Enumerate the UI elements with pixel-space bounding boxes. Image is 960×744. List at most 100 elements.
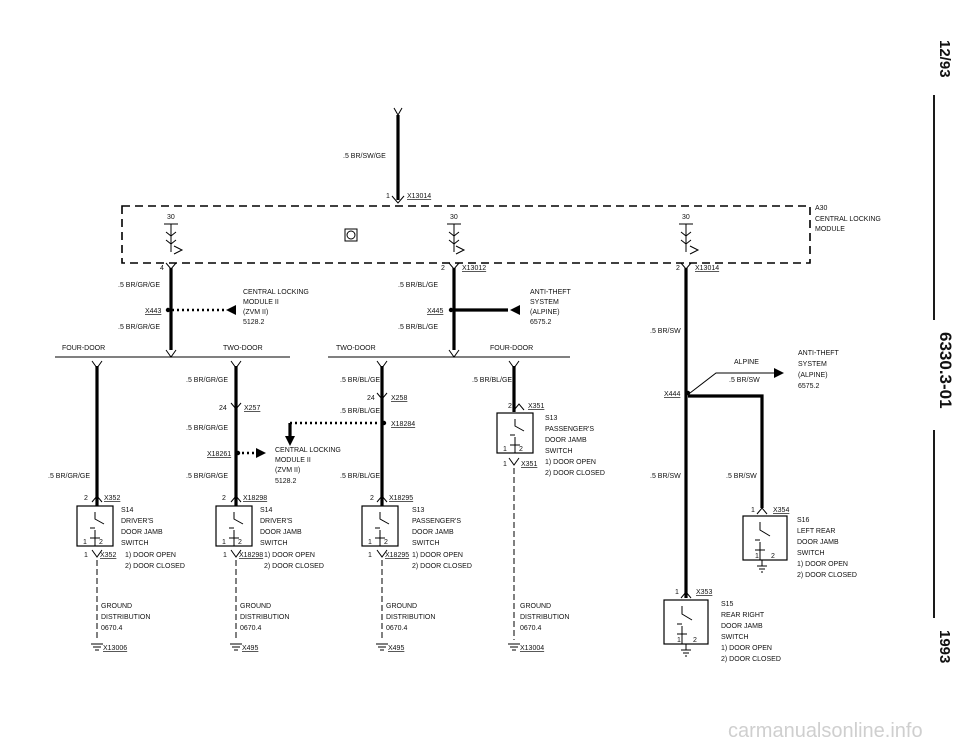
s16-switch-pin2: 2 — [771, 553, 775, 560]
col-c-switch-desc-1: PASSENGER'S — [412, 518, 461, 525]
sidebar-year: 1993 — [936, 630, 953, 663]
left-branch-arrow — [226, 305, 236, 315]
col-d-bottom-pin: 1 — [503, 461, 507, 468]
col-b-pin-24: 24 — [219, 405, 227, 412]
sidebar-code-group: 6330.3-01 — [936, 332, 955, 409]
col-b-bottom-pin: 1 — [223, 552, 227, 559]
left-branch-splice — [165, 307, 171, 313]
col-a-state-closed: 2) DOOR CLOSED — [125, 563, 185, 570]
left-variant-split-arrow — [165, 349, 177, 358]
col-c-switch-id: S13 — [412, 507, 425, 514]
mid-branch-note-1: ANTI-THEFT — [530, 289, 572, 296]
module-arrow-a — [173, 245, 184, 255]
right-note-1: ANTI-THEFT — [798, 350, 840, 357]
s15-desc-2: DOOR JAMB — [721, 623, 763, 630]
col-b-wire-color-1: .5 BR/GR/GE — [186, 377, 228, 384]
module-pin-30-b: 30 — [450, 214, 458, 221]
col-c-ground-connector: X495 — [388, 645, 404, 652]
col-d-connector: X351 — [528, 403, 544, 410]
left-branch-note-ref: 5128.2 — [243, 319, 265, 326]
col-d-ground-connector: X13004 — [520, 645, 544, 652]
mid-variant-split-arrow — [448, 349, 460, 358]
s16-desc-2: DOOR JAMB — [797, 539, 839, 546]
s15-ground-symbol — [681, 644, 691, 657]
col-c-ground-3: 0670.4 — [386, 625, 408, 632]
col-b-switch-id: S14 — [260, 507, 273, 514]
s16-state-closed: 2) DOOR CLOSED — [797, 572, 857, 579]
col-c-switch-symbol — [375, 512, 390, 546]
s15-switch-pin2: 2 — [693, 637, 697, 644]
col-d-state-closed: 2) DOOR CLOSED — [545, 470, 605, 477]
col-d-switch-pin2: 2 — [519, 446, 523, 453]
mid-branch-splice — [448, 307, 454, 313]
col-d-ground-symbol — [508, 643, 520, 651]
s16-desc-3: SWITCH — [797, 550, 825, 557]
col-b-wire-color-2: .5 BR/GR/GE — [186, 425, 228, 432]
col-b-arrow-right — [256, 448, 266, 458]
s15-switch-symbol — [677, 606, 693, 644]
s16-state-open: 1) DOOR OPEN — [797, 561, 848, 568]
col-a-wire-color: .5 BR/GR/GE — [48, 473, 90, 480]
right-wire-color-2: .5 BR/SW — [729, 377, 760, 384]
left-branch-note-3: (ZVM II) — [243, 309, 268, 316]
module-output-pin-2a: 2 — [441, 265, 445, 272]
col-d-ground-1: GROUND — [520, 603, 551, 610]
col-b-ground-symbol — [230, 643, 242, 651]
col-d-switch-symbol — [510, 419, 525, 453]
col-a-pin: 2 — [84, 495, 88, 502]
col-c-wire-color-3: .5 BR/BL/GE — [340, 473, 380, 480]
right-alpine-link — [689, 372, 782, 394]
sidebar-code: 6330.3-01 — [936, 332, 955, 409]
col-b-switch-desc-3: SWITCH — [260, 540, 288, 547]
col-d-pin: 2 — [508, 403, 512, 410]
col-b-ground-1: GROUND — [240, 603, 271, 610]
module-output-pin-2b: 2 — [676, 265, 680, 272]
col-b-bottom-connector: X18298 — [239, 552, 263, 559]
col-b-wire-color-3: .5 BR/GR/GE — [186, 473, 228, 480]
s15-switch-box — [663, 599, 709, 645]
module-arrow-c — [689, 245, 700, 255]
col-c-switch-desc-2: DOOR JAMB — [412, 529, 454, 536]
left-branch-note-1: CENTRAL LOCKING — [243, 289, 309, 296]
col-c-switch-pin1: 1 — [368, 539, 372, 546]
s16-switch-box — [742, 515, 788, 561]
col-b-switch-desc-1: DRIVER'S — [260, 518, 293, 525]
col-c-state-closed: 2) DOOR CLOSED — [412, 563, 472, 570]
col-a-ground-symbol — [91, 643, 103, 651]
mid-branch-note-2: SYSTEM — [530, 299, 559, 306]
col-a-switch-desc-3: SWITCH — [121, 540, 149, 547]
s15-connector: X353 — [696, 589, 712, 596]
col-d-switch-pin1: 1 — [503, 446, 507, 453]
col-b-connector: X18298 — [243, 495, 267, 502]
module-pin-30-a: 30 — [167, 214, 175, 221]
col-d-arrow — [508, 360, 520, 369]
col-a-arrow — [91, 360, 103, 369]
col-b-conn-bottom — [230, 549, 242, 558]
col-d-bottom-connector: X351 — [521, 461, 537, 468]
col-d-switch-id: S13 — [545, 415, 558, 422]
s16-connector: X354 — [773, 507, 789, 514]
module-pin-30-c: 30 — [682, 214, 690, 221]
module-name-2: MODULE — [815, 226, 845, 233]
col-c-arrow — [376, 360, 388, 369]
right-wire-color-1: .5 BR/SW — [650, 328, 681, 335]
col-c-wire-color-1: .5 BR/BL/GE — [340, 377, 380, 384]
mid-branch-arrow — [510, 305, 520, 315]
top-wire-color: .5 BR/SW/GE — [343, 153, 386, 160]
col-a-conn-bottom — [91, 549, 103, 558]
s16-conn-top — [756, 507, 768, 515]
col-a-bottom-pin: 1 — [84, 552, 88, 559]
col-b-connector-18261: X18261 — [207, 451, 231, 458]
module-contact-c — [679, 223, 693, 252]
col-a-switch-symbol — [90, 512, 105, 546]
right-note-2: SYSTEM — [798, 361, 827, 368]
steering-wheel-icon-ring — [346, 230, 356, 240]
mid-branch-wire-color-1: .5 BR/BL/GE — [398, 282, 438, 289]
col-a-switch-pin1: 1 — [83, 539, 87, 546]
s15-desc-1: REAR RIGHT — [721, 612, 765, 619]
col-b-conn-top — [230, 495, 242, 503]
col-b-ground-connector: X495 — [242, 645, 258, 652]
col-b-arrow — [230, 360, 242, 369]
col-c-connector-258: X258 — [391, 395, 407, 402]
